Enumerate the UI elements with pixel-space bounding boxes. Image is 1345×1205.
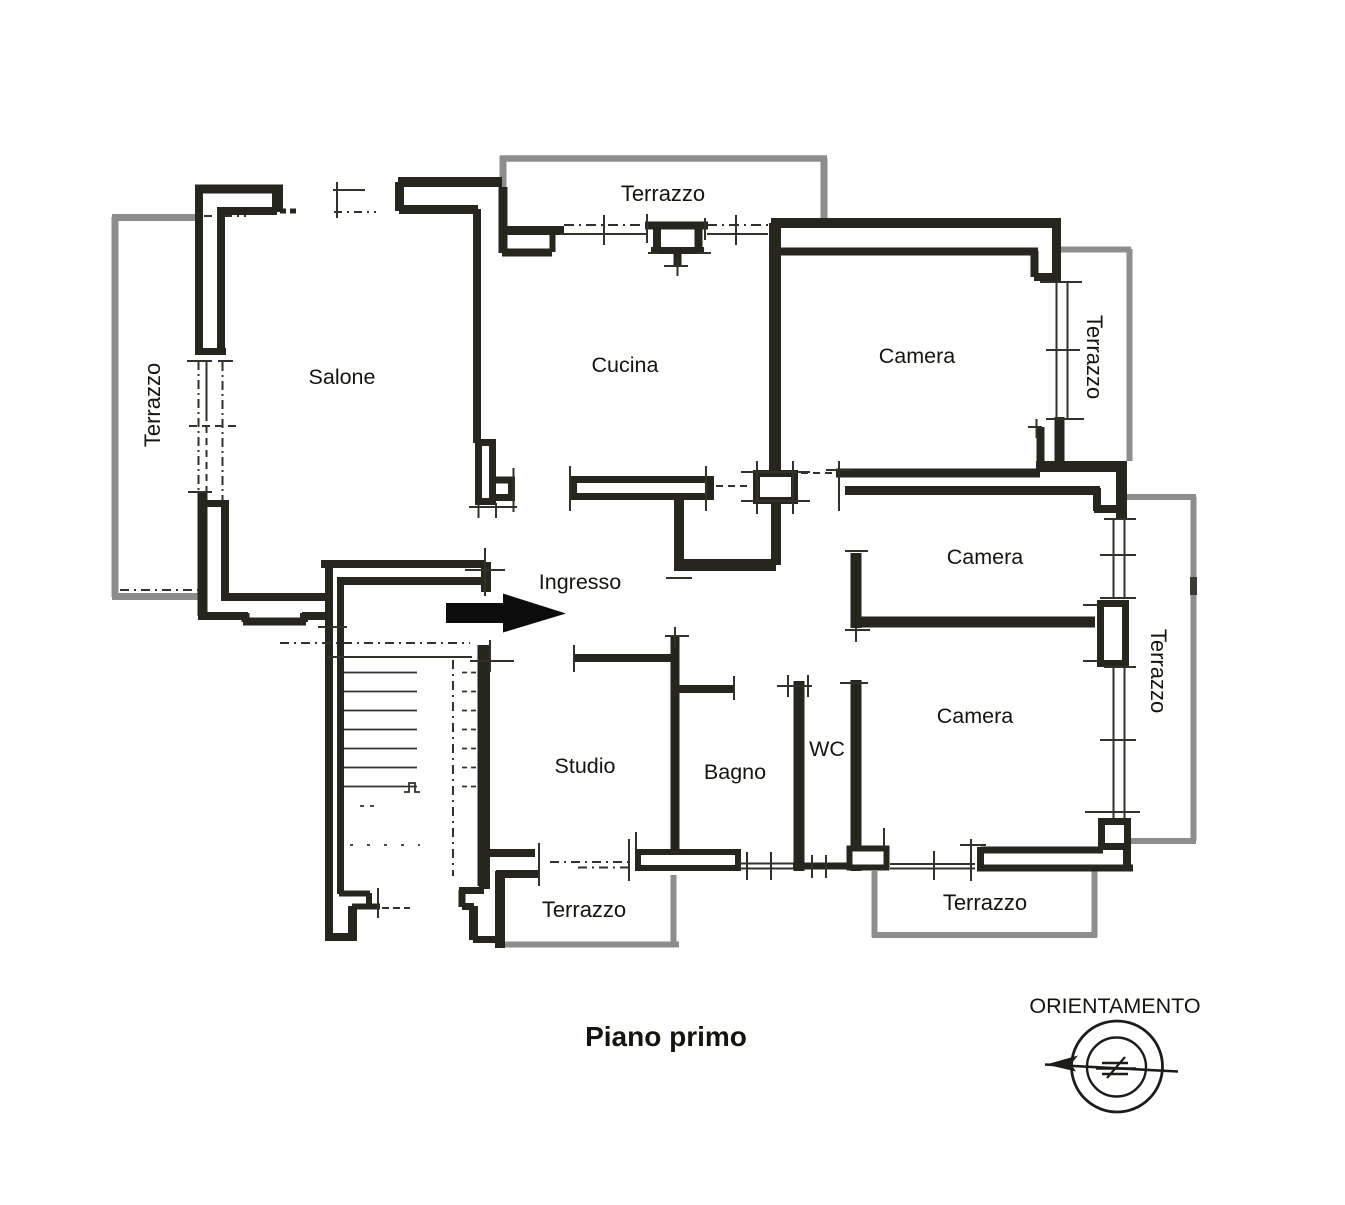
svg-text:Camera: Camera [937,704,1014,728]
svg-text:Terrazzo: Terrazzo [1082,315,1107,399]
svg-text:Camera: Camera [879,344,956,368]
svg-text:Terrazzo: Terrazzo [1146,629,1171,713]
svg-text:Bagno: Bagno [704,760,766,784]
svg-text:Terrazzo: Terrazzo [542,897,626,922]
svg-text:Terrazzo: Terrazzo [140,363,165,447]
svg-text:Cucina: Cucina [592,353,659,377]
svg-text:ORIENTAMENTO: ORIENTAMENTO [1029,994,1200,1018]
svg-text:Ingresso: Ingresso [539,570,622,594]
svg-text:Salone: Salone [309,365,376,389]
svg-text:Piano primo: Piano primo [585,1021,747,1052]
svg-text:WC: WC [809,737,845,761]
svg-text:Studio: Studio [555,754,616,778]
svg-text:Camera: Camera [947,545,1024,569]
svg-text:Terrazzo: Terrazzo [943,890,1027,915]
svg-text:Terrazzo: Terrazzo [621,181,705,206]
